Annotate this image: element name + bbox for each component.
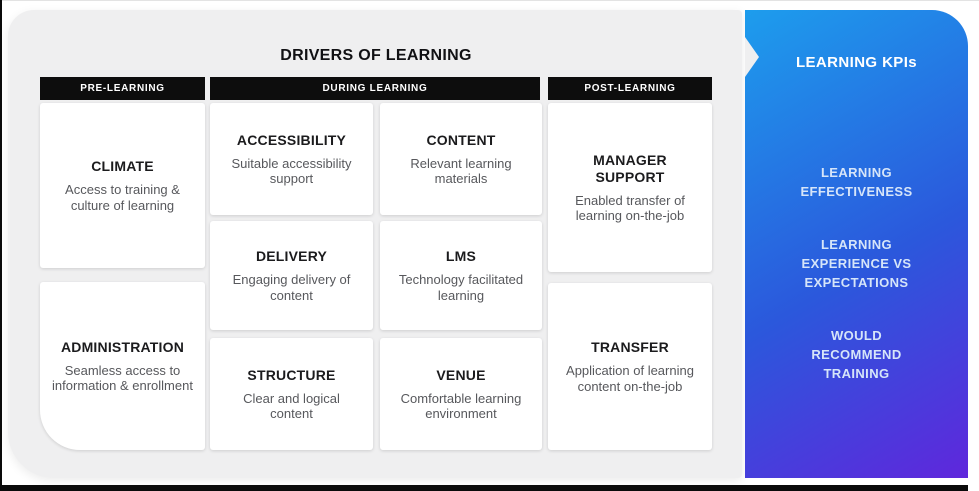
card-title: CONTENT	[426, 131, 496, 148]
card-delivery: DELIVERY Engaging delivery of content	[210, 221, 373, 330]
card-title: MANAGER SUPPORT	[593, 151, 667, 185]
card-title: ACCESSIBILITY	[236, 131, 347, 148]
card-desc: Access to training & culture of learning	[65, 182, 180, 213]
card-administration: ADMINISTRATION Seamless access to inform…	[40, 282, 205, 450]
column-header-during-learning: DURING LEARNING	[210, 77, 540, 100]
card-desc: Seamless access to information & enrollm…	[52, 362, 193, 394]
card-desc: Technology facilitated learning	[398, 272, 524, 303]
learning-kpis-panel: LEARNING KPIs LEARNING EFFECTIVENESS LEA…	[745, 10, 968, 478]
card-title: VENUE	[436, 366, 486, 383]
card-accessibility: ACCESSIBILITY Suitable accessibility sup…	[210, 103, 373, 215]
card-title: TRANSFER	[591, 339, 669, 355]
card-title: ADMINISTRATION	[60, 338, 185, 355]
card-desc: Clear and logical content	[243, 390, 340, 422]
card-transfer: TRANSFER Application of learning content…	[548, 283, 712, 450]
kpi-item-learning-experience-vs-expectations: LEARNING EXPERIENCE VS EXPECTATIONS	[801, 237, 912, 290]
card-manager-support: MANAGER SUPPORT Enabled transfer of lear…	[548, 103, 712, 272]
left-border-line	[0, 0, 2, 491]
kpi-panel-title: LEARNING KPIs	[795, 54, 918, 71]
column-header-post-learning: POST-LEARNING	[548, 77, 712, 100]
card-lms: LMS Technology facilitated learning	[380, 221, 542, 330]
card-desc: Relevant learning materials	[410, 155, 512, 187]
card-title: LMS	[445, 248, 477, 264]
card-climate: CLIMATE Access to training & culture of …	[40, 103, 205, 268]
page-title: DRIVERS OF LEARNING	[280, 47, 472, 64]
card-title: CLIMATE	[91, 158, 154, 174]
card-title: STRUCTURE	[247, 366, 336, 383]
card-desc: Application of learning content on-the-j…	[566, 363, 694, 394]
card-venue: VENUE Comfortable learning environment	[380, 338, 542, 450]
card-content: CONTENT Relevant learning materials	[380, 103, 542, 215]
card-desc: Engaging delivery of content	[232, 272, 351, 303]
column-header-pre-learning: PRE-LEARNING	[40, 77, 205, 100]
card-title: DELIVERY	[255, 248, 328, 264]
kpi-item-would-recommend-training: WOULD RECOMMEND TRAINING	[811, 328, 902, 381]
card-desc: Enabled transfer of learning on-the-job	[575, 192, 685, 224]
kpi-item-learning-effectiveness: LEARNING EFFECTIVENESS	[800, 165, 913, 199]
kpi-items-list: LEARNING EFFECTIVENESS LEARNING EXPERIEN…	[745, 163, 968, 383]
card-desc: Comfortable learning environment	[400, 390, 522, 422]
bottom-black-bar	[0, 485, 968, 491]
card-desc: Suitable accessibility support	[231, 155, 352, 187]
top-edge-line	[0, 0, 979, 1]
card-structure: STRUCTURE Clear and logical content	[210, 338, 373, 450]
